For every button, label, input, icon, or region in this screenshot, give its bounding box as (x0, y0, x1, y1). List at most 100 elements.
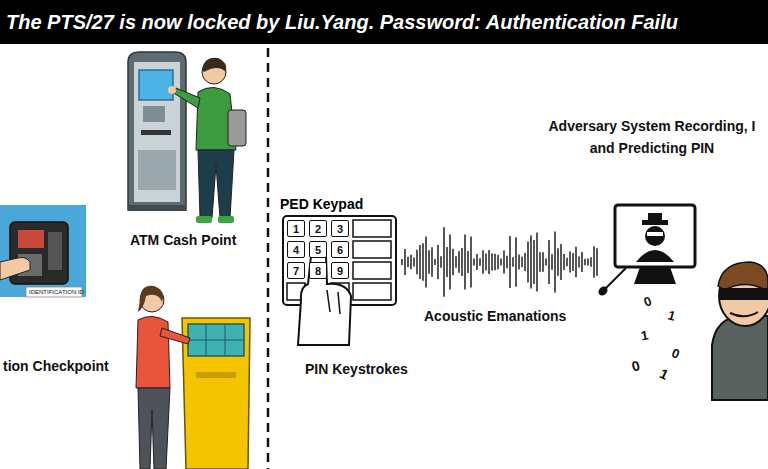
hand (327, 290, 340, 314)
keypad-key: 2 (309, 220, 327, 237)
kiosk (182, 318, 250, 469)
kiosk (196, 372, 236, 378)
sound-wave (464, 235, 465, 290)
sound-wave (584, 259, 585, 265)
atm-machine (128, 52, 186, 211)
sound-wave (402, 227, 597, 297)
atm-user (202, 58, 226, 72)
sound-wave (488, 250, 489, 274)
sound-wave (566, 258, 567, 267)
binary-digit: 1 (657, 365, 671, 384)
caption-label: Acoustic Emanations (424, 308, 566, 325)
sound-wave (410, 255, 411, 269)
atm-user (168, 86, 176, 94)
hacker (720, 288, 768, 300)
atm-user (196, 216, 212, 223)
adversary-monitor (615, 205, 695, 284)
atm-machine (134, 62, 180, 202)
sound-wave (563, 254, 564, 270)
atm-machine (138, 150, 176, 190)
sound-wave (401, 259, 402, 265)
sound-wave (467, 251, 468, 273)
sound-wave (428, 250, 429, 273)
kiosk-user (138, 388, 170, 469)
keypad-housing (353, 241, 391, 258)
keypad-key: 8 (309, 262, 327, 279)
kiosk (188, 340, 244, 341)
sound-wave (503, 251, 504, 274)
sound-wave (446, 247, 447, 277)
atm-machine (139, 70, 173, 100)
keypad-key: 1 (287, 220, 305, 237)
sound-wave (500, 259, 501, 266)
adversary-monitor (645, 226, 665, 246)
sound-wave (479, 258, 480, 265)
caption-label: Adversary System Recording, I and Predic… (540, 116, 764, 159)
sound-wave (521, 257, 522, 267)
caption-label: PIN Keystrokes (305, 361, 408, 378)
fingerprint-scanner (10, 222, 68, 284)
binary-digit: 1 (666, 307, 677, 324)
hand (298, 251, 351, 345)
microphone (597, 285, 610, 298)
key-label: 1 (293, 223, 299, 235)
sound-wave (443, 227, 444, 297)
keypad-key: 9 (331, 262, 349, 279)
kiosk (188, 324, 244, 356)
sound-wave (470, 237, 471, 288)
atm-user (198, 150, 234, 218)
sound-wave (539, 252, 540, 271)
hacker (730, 312, 758, 316)
keypad-housing (353, 283, 391, 300)
caption-label: ATM Cash Point (130, 232, 236, 249)
fingerprint-scanner (0, 205, 86, 297)
keypad-title: PED Keypad (280, 196, 400, 212)
key-label: 3 (337, 223, 343, 235)
hacker (718, 262, 768, 292)
sound-wave (425, 236, 426, 287)
binary-digit: 0 (630, 357, 642, 375)
sound-wave (581, 252, 582, 272)
sound-wave (506, 256, 507, 268)
hacker (712, 316, 768, 400)
microphone (597, 268, 626, 297)
binary-digit: 0 (642, 293, 654, 310)
kiosk-user (138, 286, 163, 312)
sound-wave (491, 253, 492, 270)
card-text: IDENTIFICATION ID (29, 289, 84, 296)
key-label: 7 (293, 265, 299, 277)
sound-wave (404, 249, 405, 275)
sound-wave (587, 258, 588, 265)
sound-wave (548, 240, 549, 284)
adversary-monitor (615, 205, 695, 267)
keypad-key: 3 (331, 220, 349, 237)
atm-machine (141, 130, 171, 135)
keypad: PED Keypad123456789 (280, 196, 400, 308)
sound-wave (569, 252, 570, 273)
sound-wave (437, 245, 438, 279)
kiosk-user (136, 286, 190, 469)
keypad-key: 7 (287, 262, 305, 279)
hacker (712, 262, 768, 400)
sound-wave (434, 259, 435, 265)
sound-wave (449, 234, 450, 289)
keypad-housing (353, 262, 391, 279)
sound-wave (578, 257, 579, 268)
adversary-monitor (647, 232, 663, 236)
sound-wave (533, 240, 534, 284)
sound-wave (536, 232, 537, 291)
key-label: 2 (315, 223, 321, 235)
atm-user (228, 110, 246, 146)
microphone (606, 268, 626, 288)
sound-wave (596, 248, 597, 275)
sound-wave (413, 258, 414, 267)
sound-wave (473, 258, 474, 265)
kiosk-user (136, 316, 170, 388)
sound-wave (422, 243, 423, 280)
sound-wave (455, 256, 456, 267)
sound-wave (527, 242, 528, 283)
sound-wave (476, 254, 477, 270)
adversary-monitor (636, 250, 674, 262)
atm-user (172, 88, 200, 108)
